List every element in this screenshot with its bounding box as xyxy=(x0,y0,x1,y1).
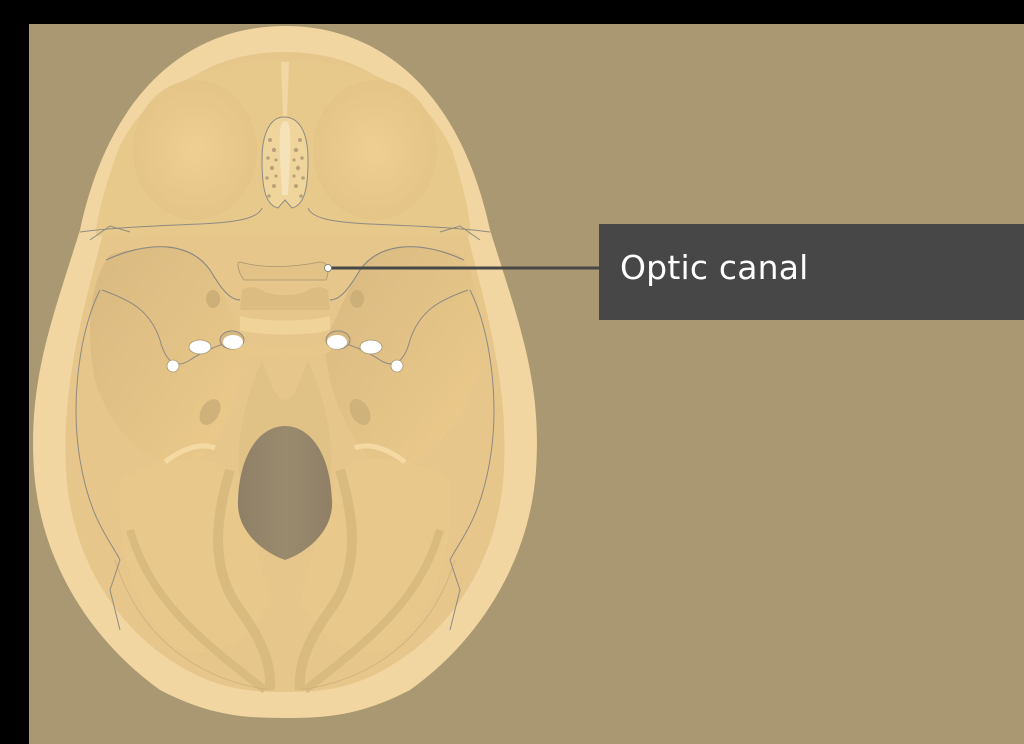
foramina xyxy=(166,330,404,373)
foramen-rotundum-right xyxy=(327,335,347,349)
posterior-cranial-fossa xyxy=(109,360,461,694)
foramen-spinosum-left xyxy=(166,359,180,373)
pointer-dot-icon xyxy=(324,264,332,272)
callout-label-text: Optic canal xyxy=(620,248,809,287)
cribriform-foramina xyxy=(265,138,305,198)
callout-leader xyxy=(324,264,600,272)
foramen-ovale-left xyxy=(188,339,212,355)
sphenoid-body xyxy=(206,261,364,358)
foramen-ovale-right xyxy=(359,339,383,355)
anterior-cranial-fossa xyxy=(79,59,491,237)
foramen-rotundum-left xyxy=(223,335,243,349)
foramen-spinosum-right xyxy=(390,359,404,373)
callout-label-box: Optic canal xyxy=(599,224,1024,320)
